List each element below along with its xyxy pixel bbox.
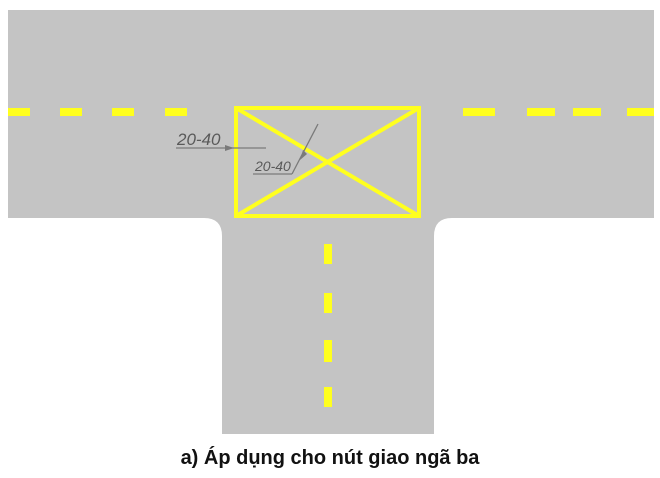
centerline-dash [60, 108, 82, 116]
centerline-dash [573, 108, 601, 116]
centerline-dash [112, 108, 134, 116]
dimension-label-offset: 20-40 [176, 130, 221, 149]
box-outline [234, 106, 421, 218]
dimension-leader [291, 123, 319, 175]
side-road-centerline [324, 244, 332, 407]
centerline-dash [165, 108, 187, 116]
main-road-centerline [8, 108, 654, 116]
box-junction-marking [234, 106, 421, 218]
dimension-label-inner: 20-40 [254, 158, 291, 174]
centerline-dash [627, 108, 654, 116]
centerline-dash [463, 108, 495, 116]
centerline-dash [527, 108, 555, 116]
centerline-dash [324, 387, 332, 407]
road-surface [8, 10, 654, 434]
dimension-arrow [225, 145, 234, 151]
road-shape [8, 10, 654, 434]
dimension-annotations [176, 123, 319, 175]
centerline-dash [324, 293, 332, 313]
figure-caption: a) Áp dụng cho nút giao ngã ba [180, 447, 480, 469]
box-diagonal [234, 106, 421, 218]
centerline-dash [324, 244, 332, 264]
dimension-arrow [300, 150, 307, 160]
centerline-dash [8, 108, 30, 116]
centerline-dash [324, 340, 332, 362]
